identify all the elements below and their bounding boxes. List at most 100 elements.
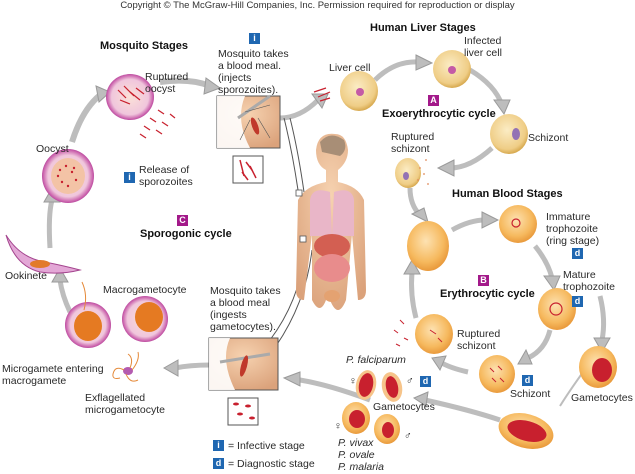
infective-badge-sporozoites: i xyxy=(124,172,135,183)
ruptured-oocyst-cell xyxy=(106,74,176,139)
cycle-badge-c: C xyxy=(177,215,188,226)
legend-diagnostic-badge: d xyxy=(213,458,224,469)
label-infected-liver-cell: Infected liver cell xyxy=(464,35,502,59)
arrow-schizont-to-ruptured-blood xyxy=(438,359,469,375)
arrowhead xyxy=(543,275,561,292)
cycle-arrows xyxy=(43,54,611,423)
arrowhead xyxy=(436,159,455,177)
cycle-label-erythrocytic: Erythrocytic cycle xyxy=(440,288,535,300)
label-mature-trophozoite: Mature trophozoite xyxy=(563,269,615,293)
label-liver-cell: Liver cell xyxy=(329,62,371,74)
liver-schizont xyxy=(490,114,528,154)
oocyst-cell xyxy=(42,149,94,203)
label-mosquito-injects: Mosquito takes a blood meal. (injects sp… xyxy=(218,48,289,96)
arrow-mosquito-to-macrogametocyte xyxy=(174,362,211,371)
arrow-liver-to-infected xyxy=(373,59,421,82)
label-other-species: P. vivax P. ovale P. malaria xyxy=(338,437,384,473)
arrow-ruptured-to-rbc-blood xyxy=(409,271,419,319)
male-symbol-others: ♂ xyxy=(404,430,412,442)
cycle-label-exoerythrocytic: Exoerythrocytic cycle xyxy=(382,108,496,120)
arrow-gametocyte-to-falciparum xyxy=(424,397,501,423)
mosquito-ingest-box xyxy=(208,337,279,391)
label-ruptured-blood-schizont: Ruptured schizont xyxy=(457,328,501,352)
cycle-badge-a: A xyxy=(428,95,439,106)
arrow-human-to-mosquito-top xyxy=(283,117,299,191)
liver-cell xyxy=(313,71,378,111)
label-ruptured-liver-schizont: Ruptured schizont xyxy=(391,131,435,155)
arrowhead xyxy=(403,258,421,275)
label-immature-trophozoite: Immature trophozoite (ring stage) xyxy=(546,211,600,247)
arrowhead xyxy=(203,77,222,95)
human-figure xyxy=(295,133,366,310)
female-symbol-others: ♀ xyxy=(334,420,342,432)
infective-badge-injection: i xyxy=(249,33,260,44)
arrow-mature-to-gametocyte xyxy=(597,295,607,341)
diagnostic-badge-gametocytes: d xyxy=(420,376,431,387)
arrow-ookinete-to-oocyst xyxy=(46,199,55,249)
arrowhead xyxy=(51,266,69,283)
arrowhead xyxy=(493,99,511,116)
arrowhead xyxy=(481,211,500,229)
red-blood-cell xyxy=(407,221,449,271)
infected-liver-cell xyxy=(433,50,471,88)
sporozoites-inset xyxy=(232,155,264,184)
cycle-label-sporogonic: Sporogonic cycle xyxy=(140,228,232,240)
arrowhead xyxy=(412,391,429,407)
diagnostic-badge-mature: d xyxy=(572,296,583,307)
arrowhead xyxy=(415,54,434,71)
female-symbol-falciparum: ♀ xyxy=(349,375,357,387)
label-gametocytes-center: Gametocytes xyxy=(373,401,435,413)
arrow-rbc-to-ring xyxy=(450,217,486,233)
arrow-schizont-to-ruptured xyxy=(449,146,494,171)
arrow-mature-to-schizont xyxy=(526,329,553,361)
label-macrogametocyte: Macrogametocyte xyxy=(103,284,187,296)
ruptured-liver-schizont xyxy=(395,158,429,188)
blood-schizont-cell xyxy=(479,355,515,393)
mature-trophozoite-cell xyxy=(538,288,576,330)
label-gametocytes-right: Gametocytes xyxy=(571,392,633,404)
falciparum-gametocytes xyxy=(355,370,403,402)
label-release-sporozoites: Release of sporozoites xyxy=(139,164,193,188)
section-human-liver-stages: Human Liver Stages xyxy=(370,22,476,34)
label-oocyst: Oocyst xyxy=(36,143,69,155)
arrow-zygote-to-ookinete xyxy=(57,279,73,314)
section-mosquito-stages: Mosquito Stages xyxy=(100,40,189,52)
other-species-gametocytes xyxy=(342,402,400,444)
arrow-mosquito-to-liver xyxy=(279,98,320,121)
arrowhead xyxy=(517,348,533,365)
label-mosquito-ingests: Mosquito takes a blood meal (ingests gam… xyxy=(210,285,281,333)
macrogametocyte-cell xyxy=(122,296,168,342)
label-p-falciparum: P. falciparum xyxy=(346,354,406,366)
label-ruptured-oocyst: Ruptured oocyst xyxy=(145,71,189,95)
arrowhead xyxy=(431,355,447,372)
diagnostic-badge-schizont: d xyxy=(522,375,533,386)
label-exflagellated: Exflagellated microgametocyte xyxy=(85,392,165,416)
arrowhead xyxy=(162,359,179,377)
cycle-badge-b: B xyxy=(478,275,489,286)
label-blood-schizont: Schizont xyxy=(510,388,551,400)
gametocytes-inset xyxy=(227,397,259,426)
legend-diagnostic-text: = Diagnostic stage xyxy=(228,458,315,470)
arrow-ring-to-mature xyxy=(533,244,555,279)
ookinete-cell xyxy=(5,234,81,274)
arrowhead xyxy=(95,85,111,103)
label-ookinete: Ookinete xyxy=(5,270,48,282)
exflagellated-microgametocyte xyxy=(112,351,139,382)
arrowhead xyxy=(410,207,429,223)
legend-infective-text: = Infective stage xyxy=(228,440,305,452)
mosquito-inject-box xyxy=(216,94,281,149)
ring-stage-cell xyxy=(499,205,537,243)
gametocyte-cell-right xyxy=(579,346,617,388)
arrow-oocyst-to-ruptured xyxy=(69,92,102,143)
male-symbol-falciparum: ♂ xyxy=(406,375,414,387)
copyright-notice: Copyright © The McGraw-Hill Companies, I… xyxy=(120,0,515,11)
arrowhead xyxy=(593,337,611,354)
legend-infective-badge: i xyxy=(213,440,224,451)
diagnostic-badge-ring: d xyxy=(572,248,583,259)
elongated-gametocyte-cell xyxy=(498,413,554,449)
arrowhead xyxy=(282,371,301,387)
label-microgamete-entering: Microgamete entering macrogamete xyxy=(2,363,104,387)
section-human-blood-stages: Human Blood Stages xyxy=(452,188,563,200)
